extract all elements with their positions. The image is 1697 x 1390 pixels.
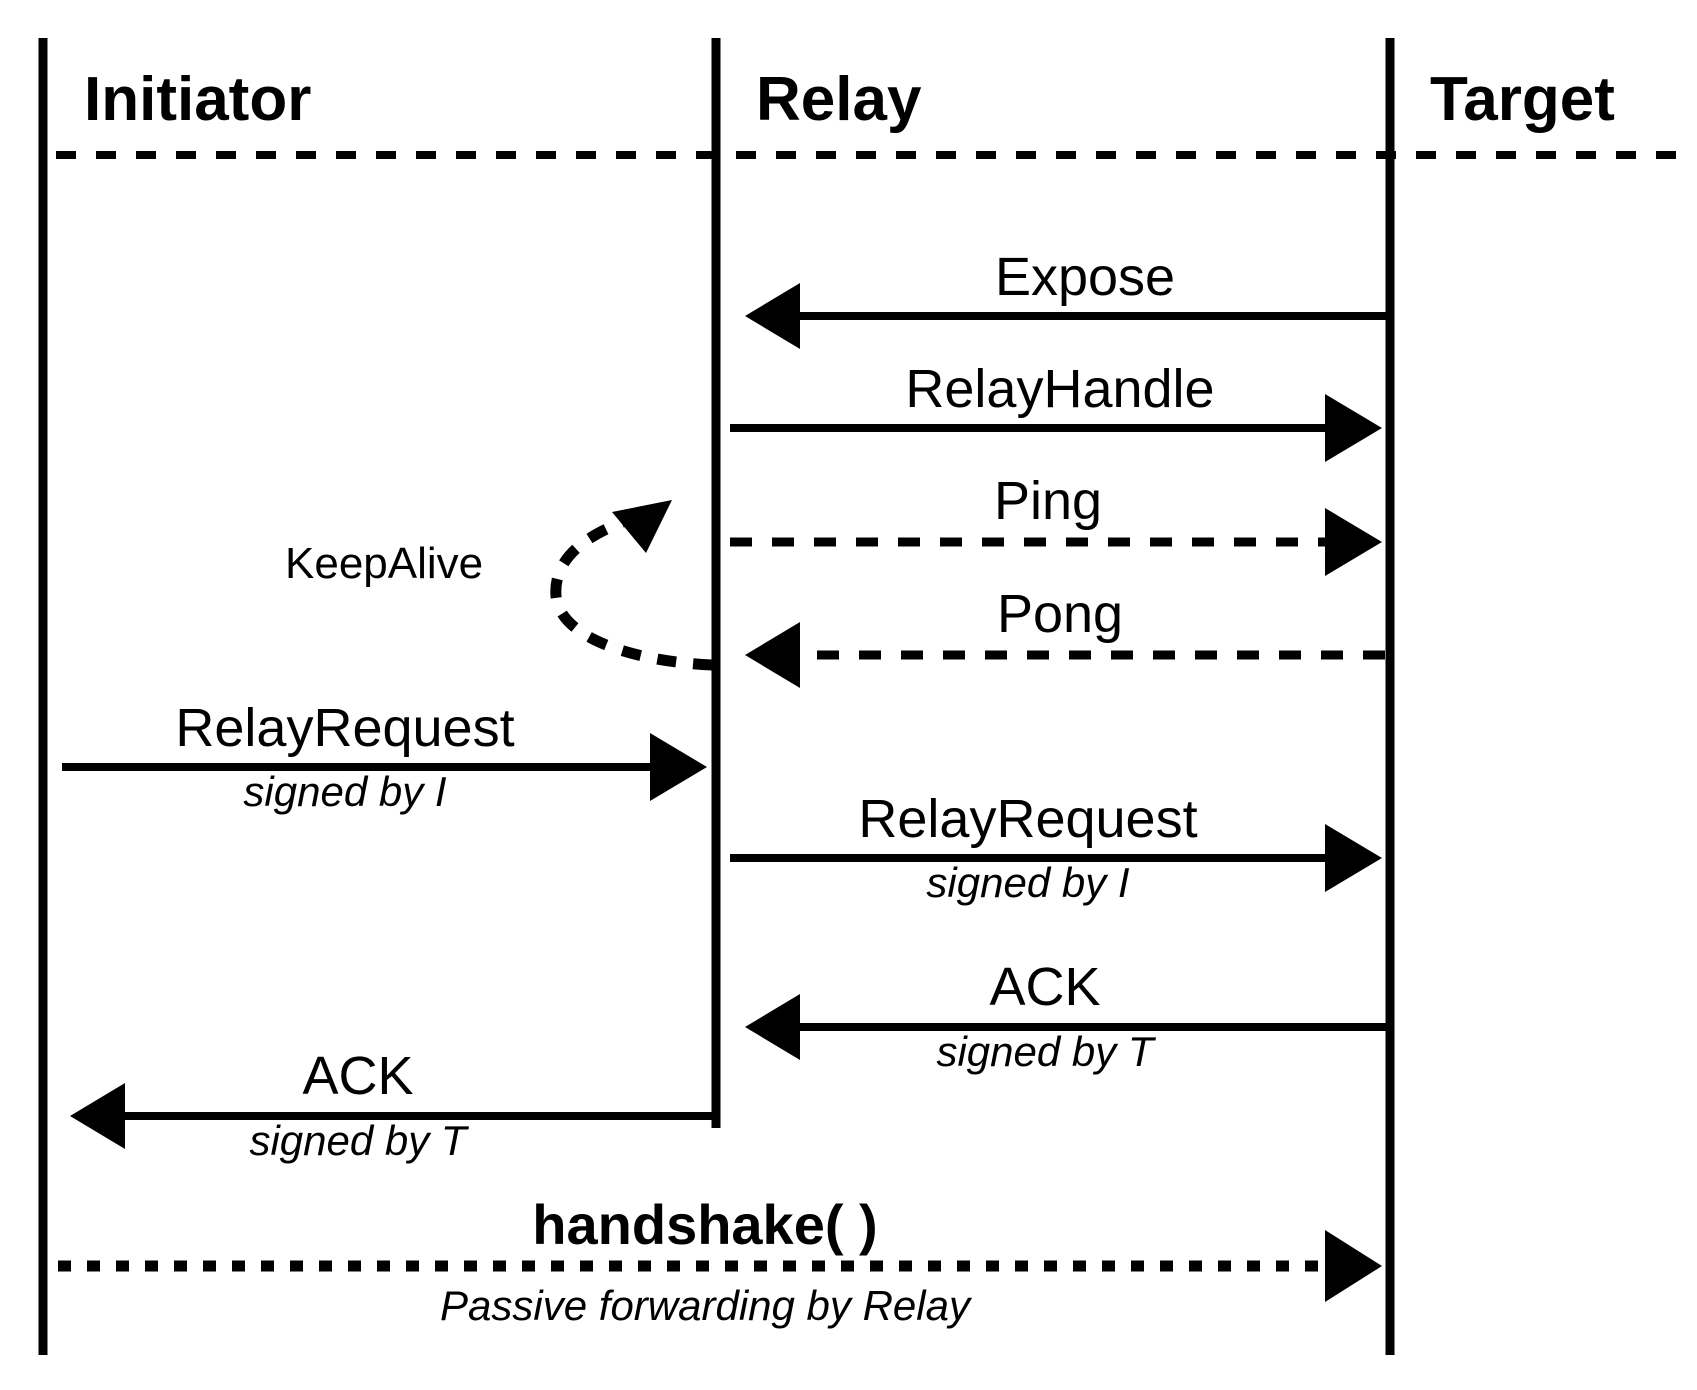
self-message-curve-keepalive [550, 514, 713, 671]
message-label-relayrequest-relay-target: RelayRequest [858, 789, 1197, 849]
message-relayhandle: RelayHandle [730, 359, 1382, 462]
message-expose: Expose [745, 247, 1390, 349]
arrowhead-left-ack-relay-initiator [70, 1083, 125, 1149]
arrowhead-right-relayhandle [1325, 394, 1382, 462]
self-message-label-keepalive: KeepAlive [285, 539, 483, 588]
arrowhead-left-ack-target-relay [745, 994, 800, 1060]
message-sublabel-relayrequest-initiator-relay: signed by I [243, 768, 446, 815]
message-relayrequest-relay-target: RelayRequest signed by I [730, 789, 1382, 906]
message-label-ack-target-relay: ACK [989, 957, 1100, 1017]
message-label-ack-relay-initiator: ACK [302, 1046, 413, 1106]
arrowhead-right-relayrequest-relay-target [1325, 824, 1382, 892]
message-label-pong: Pong [997, 584, 1123, 644]
arrowhead-left-expose [745, 283, 800, 349]
message-ack-target-relay: ACK signed by T [745, 957, 1388, 1075]
actor-label-initiator: Initiator [84, 65, 311, 134]
message-sublabel-ack-target-relay: signed by T [936, 1028, 1156, 1075]
message-label-handshake: handshake( ) [532, 1193, 877, 1256]
actor-label-target: Target [1430, 65, 1615, 134]
message-pong: Pong [745, 584, 1385, 688]
arrowhead-right-handshake [1325, 1230, 1382, 1302]
message-label-expose: Expose [995, 247, 1175, 307]
self-message-keepalive: KeepAlive [285, 500, 713, 671]
actor-label-relay: Relay [756, 65, 922, 134]
message-sublabel-handshake: Passive forwarding by Relay [440, 1282, 973, 1329]
arrowhead-left-pong [745, 622, 800, 688]
arrowhead-right-relayrequest-initiator-relay [650, 733, 707, 801]
arrowhead-keepalive [612, 500, 672, 553]
message-relayrequest-initiator-relay: RelayRequest signed by I [62, 698, 707, 815]
message-label-relayrequest-initiator-relay: RelayRequest [175, 698, 514, 758]
message-sublabel-ack-relay-initiator: signed by T [249, 1117, 469, 1164]
message-ack-relay-initiator: ACK signed by T [70, 1046, 712, 1164]
message-handshake: handshake( ) Passive forwarding by Relay [58, 1193, 1382, 1329]
arrowhead-right-ping [1325, 508, 1382, 576]
message-label-relayhandle: RelayHandle [905, 359, 1214, 419]
message-label-ping: Ping [994, 471, 1102, 531]
message-ping: Ping [730, 471, 1382, 576]
message-sublabel-relayrequest-relay-target: signed by I [926, 859, 1129, 906]
